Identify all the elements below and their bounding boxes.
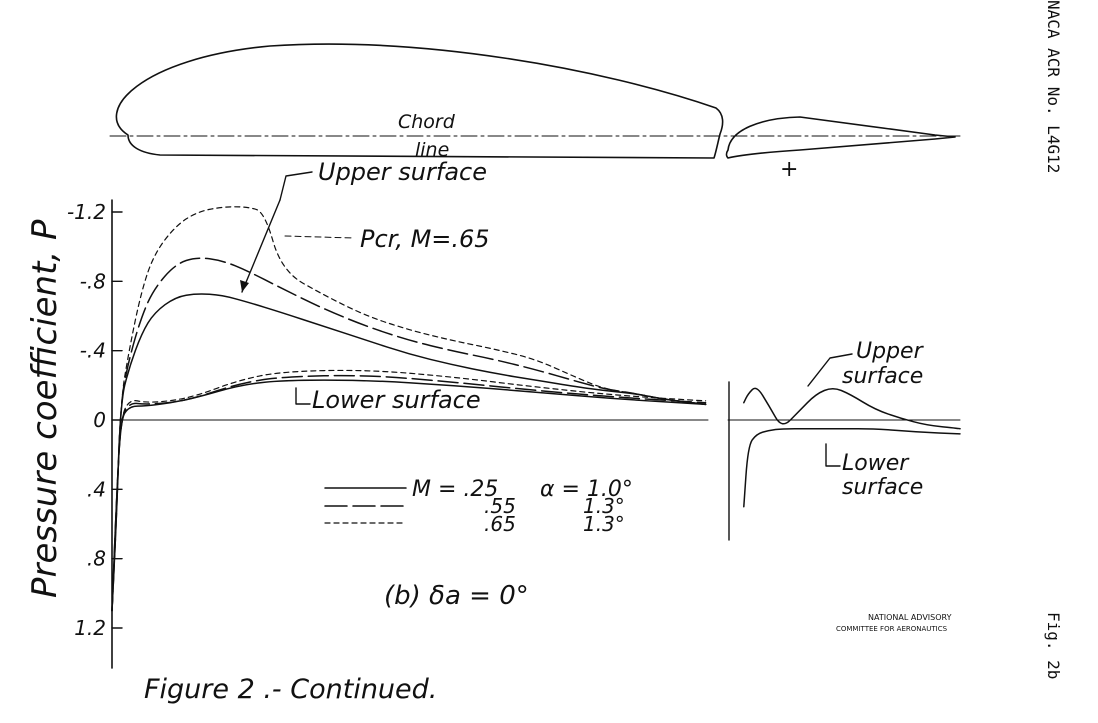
upper-surface-label: Upper surface: [318, 158, 487, 186]
upper-surface-arrowhead: [240, 280, 249, 292]
flap-upper-leader: [807, 353, 853, 387]
y-tick-label: -.8: [80, 269, 106, 293]
legend-alpha-row1: α = 1.0°: [540, 477, 633, 502]
y-tick-label: -.4: [80, 339, 106, 363]
y-ticks: -1.2 -.8 -.4 0 .4 .8 1.2: [67, 200, 123, 640]
pcr-label: Pcr, M=.65: [360, 225, 490, 253]
chord-label-top: Chord: [398, 111, 456, 133]
pressure-curves: [111, 206, 961, 612]
subtitle: (b) δa = 0°: [384, 581, 529, 611]
y-axis-label: Pressure coefficient, P: [25, 219, 65, 598]
series-line-upper-solid: [111, 293, 707, 612]
upper-surface-arrow: [241, 199, 281, 293]
series-line-upper-longdash: [111, 257, 707, 612]
flap-lower-leader: [825, 443, 841, 467]
series-line-upper-shortdash: [111, 206, 707, 612]
legend: M = .25 α = 1.0° .55 1.3° .65 1.3°: [324, 477, 633, 536]
upper-surface-leader: [279, 171, 313, 201]
lower-surface-label: Lower surface: [312, 386, 481, 414]
y-tick-label: .8: [87, 547, 106, 571]
naca-credit-2: COMMITTEE FOR AERONAUTICS: [836, 625, 948, 633]
series-line-lower-shortdash: [111, 369, 707, 612]
y-tick-label: .4: [87, 477, 106, 501]
flap-lower-label-1: Lower: [842, 451, 910, 476]
legend-alpha-row2: 1.3°: [583, 494, 625, 518]
annotations: Upper surface Pcr, M=.65 Lower surface U…: [240, 158, 925, 541]
legend-alpha-row3: 1.3°: [583, 512, 625, 536]
airfoil-section: Chord line +: [109, 43, 961, 182]
flap-upper-label-2: surface: [842, 364, 923, 389]
figure-id: Fig. 2b: [1044, 612, 1063, 679]
flap-lower-label-2: surface: [842, 475, 923, 500]
naca-credit-1: NATIONAL ADVISORY: [868, 613, 952, 622]
y-tick-label: 1.2: [74, 616, 106, 640]
legend-m-row2: .55: [484, 494, 516, 518]
lower-surface-leader: [295, 387, 311, 405]
y-axis: -1.2 -.8 -.4 0 .4 .8 1.2 Pressure coefficient,…: [25, 199, 123, 669]
legend-m-row3: .65: [484, 512, 516, 536]
flap-upper-label-1: Upper: [856, 339, 925, 364]
report-id: NACA ACR No. L4G12: [1044, 0, 1063, 173]
main-wing-outline: [115, 43, 724, 159]
y-tick-label: -1.2: [67, 200, 106, 224]
chord-label-bottom: line: [415, 139, 449, 161]
legend-m-row1: M = .25: [412, 477, 498, 502]
hinge-mark: +: [780, 157, 798, 182]
series-line-flap-upper-solid: [743, 387, 961, 430]
series-line-flap-lower-solid: [743, 427, 961, 508]
y-tick-label: 0: [93, 408, 106, 432]
flap-outline: [725, 116, 956, 159]
figure-caption: Figure 2 .- Continued.: [144, 674, 437, 705]
pcr-leader: [284, 235, 355, 239]
